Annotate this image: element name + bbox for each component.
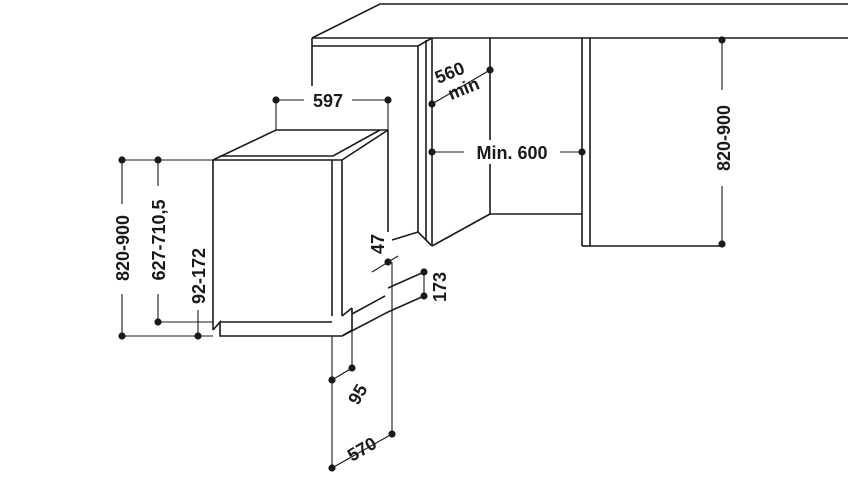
label-47: 47 xyxy=(368,234,388,254)
label-570: 570 xyxy=(344,433,380,465)
plinth xyxy=(341,271,425,337)
dim-597: 597 xyxy=(272,88,392,130)
label-820-900-right: 820-900 xyxy=(714,105,734,171)
label-min-600: Min. 600 xyxy=(476,143,547,163)
dim-173: 173 xyxy=(420,268,450,302)
left-cabinet-side xyxy=(311,38,491,247)
dim-627-710: 627-710,5 xyxy=(147,156,213,326)
dim-570: 570 xyxy=(328,262,396,472)
label-597: 597 xyxy=(313,91,343,111)
label-92-172: 92-172 xyxy=(189,248,209,304)
label-820-900-left: 820-900 xyxy=(113,215,133,281)
dim-92-172: 92-172 xyxy=(187,238,209,340)
dim-560: 560 min xyxy=(428,58,494,108)
label-173: 173 xyxy=(430,272,450,302)
dim-47: 47 xyxy=(368,234,399,273)
dishwasher-body xyxy=(212,129,389,337)
label-627-710: 627-710,5 xyxy=(149,199,169,280)
label-95: 95 xyxy=(344,381,371,408)
countertop xyxy=(311,3,848,47)
dim-820-900-right: 820-900 xyxy=(710,36,734,248)
dim-min-600: Min. 600 xyxy=(428,140,586,164)
right-cabinet xyxy=(582,38,722,247)
dim-820-900-left: 820-900 xyxy=(111,156,213,340)
dim-95: 95 xyxy=(328,330,371,408)
